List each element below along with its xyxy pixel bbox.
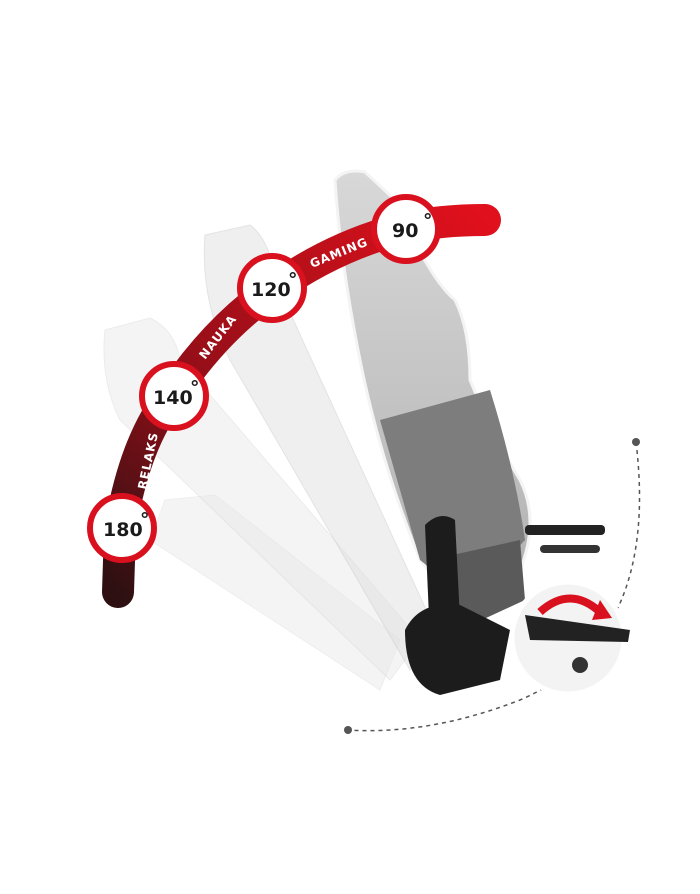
svg-text:°: ° <box>140 509 150 531</box>
svg-text:°: ° <box>423 210 433 232</box>
angle-badge-90: 90 ° <box>371 194 441 264</box>
angle-badge-180: 180 ° <box>87 493 157 563</box>
svg-text:180: 180 <box>103 519 143 541</box>
svg-text:90: 90 <box>392 220 418 242</box>
angle-badge-120: 120 ° <box>237 253 307 323</box>
svg-text:140: 140 <box>153 387 193 409</box>
chair-main <box>333 169 605 695</box>
svg-text:°: ° <box>288 269 298 291</box>
lever-detail-inset <box>509 579 630 697</box>
ghost-chair-120 <box>203 224 441 671</box>
angle-badge-140: 140 ° <box>139 361 209 431</box>
svg-text:°: ° <box>190 377 200 399</box>
rotate-arrow-icon <box>537 594 612 620</box>
svg-text:120: 120 <box>251 279 291 301</box>
